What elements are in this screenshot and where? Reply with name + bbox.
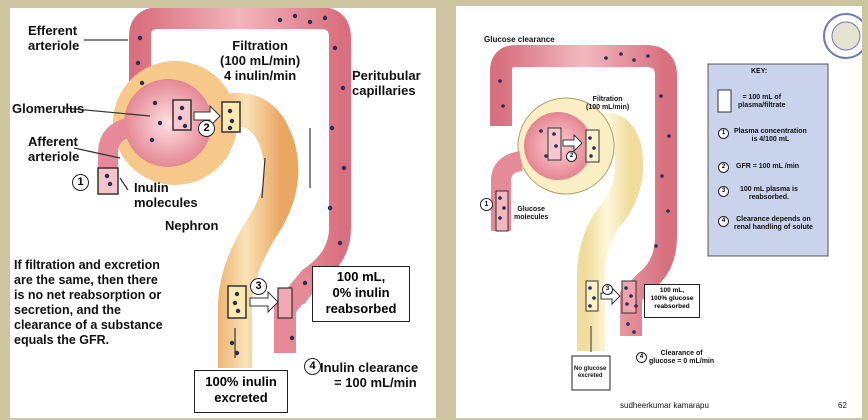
glomerulus-label: Glomerulus [12, 101, 84, 116]
page-number: 62 [838, 402, 847, 410]
key-box-symbol [718, 90, 731, 112]
key-marker-4: 4 [718, 216, 729, 227]
filtration-label: Filtration(100 mL/min) [586, 96, 629, 112]
glucose-plasma-box [496, 191, 508, 231]
glomerular-plasma-box [173, 100, 191, 130]
step-2-marker: 2 [198, 120, 215, 137]
step-4-marker: 4 [636, 352, 647, 363]
key-marker-1: 1 [718, 128, 729, 139]
step-3-marker: 3 [250, 278, 267, 295]
key-marker-3: 3 [718, 186, 729, 197]
inulin-clearance-label: Inulin clearance= 100 mL/min [320, 360, 418, 390]
key-marker-2: 2 [718, 162, 729, 173]
capillary-box [278, 288, 292, 318]
inulin-plasma-box [98, 168, 118, 194]
key-title: KEY: [751, 68, 767, 76]
step-4-marker: 4 [304, 358, 321, 375]
college-logo-inner [832, 22, 860, 50]
glucose-clearance-slide: Glucose clearance Filtration(100 mL/min)… [456, 6, 862, 418]
step-3-marker: 3 [602, 284, 613, 295]
filtrate-box [586, 130, 599, 162]
capillary-box [622, 281, 636, 313]
key-item-2: GFR = 100 mL /min [736, 163, 799, 171]
tubule-filtrate-box [586, 281, 598, 311]
step-1-marker: 1 [480, 198, 493, 211]
tubule-filtrate-box [228, 286, 246, 318]
step-1-marker: 1 [72, 174, 89, 191]
filtration-label: Filtration(100 mL/min)4 inulin/min [220, 38, 300, 83]
reabsorption-arrow [250, 292, 278, 312]
nephron-label: Nephron [165, 218, 218, 233]
step-2-marker: 2 [566, 151, 577, 162]
slide-title: Glucose clearance [484, 36, 555, 44]
author-footer: sudheerkumar kamarapu [620, 402, 709, 410]
